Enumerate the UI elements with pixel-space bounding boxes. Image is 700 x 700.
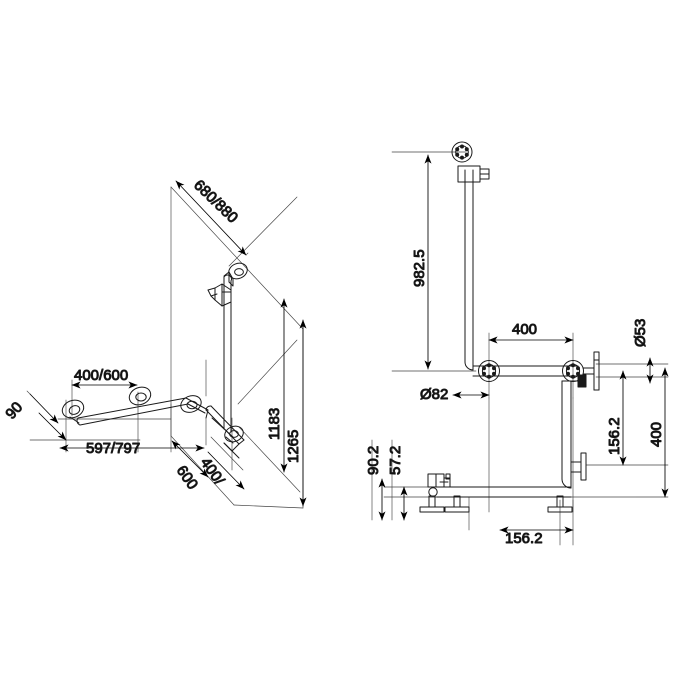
ortho-base-bar xyxy=(419,473,573,513)
ortho-foot-left xyxy=(419,495,445,513)
dim-ortho-vert-rail: 982.5 xyxy=(411,249,428,287)
iso-vertical-rail xyxy=(207,262,248,444)
orthographic-view: 982.5 400 Ø82 Ø53 400 156.2 156.2 90.2 5… xyxy=(365,141,669,548)
ortho-foot-right xyxy=(547,495,573,513)
dim-ortho-drop-400: 400 xyxy=(648,422,665,447)
dim-iso-bar-segment: 400/600 xyxy=(74,367,128,384)
ortho-bracket-lower xyxy=(570,452,587,481)
ortho-drop-bar xyxy=(561,359,600,489)
ortho-slider-clamp xyxy=(457,165,490,183)
dim-ortho-horiz-400: 400 xyxy=(512,321,537,338)
dim-iso-rail-upper: 1183 xyxy=(266,408,283,440)
dim-iso-return-a: 400/ xyxy=(197,455,228,489)
dim-iso-top-length: 680/880 xyxy=(190,177,241,227)
iso-rail-top-bracket xyxy=(223,262,248,287)
ortho-flange-b xyxy=(562,360,584,382)
ortho-valve-body xyxy=(427,473,451,497)
dim-ortho-dia-53: Ø53 xyxy=(632,319,649,347)
ortho-flange-a xyxy=(478,360,500,382)
iso-rail-bottom-bracket xyxy=(224,425,244,444)
ortho-foot-mid xyxy=(444,495,470,513)
iso-slider-clamp xyxy=(207,283,232,307)
dim-ortho-drop-156: 156.2 xyxy=(606,417,623,455)
ortho-vertical-rail xyxy=(451,141,490,371)
dim-ortho-base-156: 156.2 xyxy=(505,530,543,547)
dim-iso-bar-total: 597/797 xyxy=(86,440,140,457)
iso-flange-corner xyxy=(180,395,202,413)
iso-dimension-lines xyxy=(26,180,307,507)
dim-ortho-dia-82: Ø82 xyxy=(420,386,448,403)
isometric-view: 680/880 400/600 597/797 90 400/ 600 1183… xyxy=(2,176,307,509)
dim-ortho-base-90: 90.2 xyxy=(365,446,382,475)
ortho-dimension-lines xyxy=(378,154,669,534)
dim-iso-rail-total: 1265 xyxy=(285,430,302,463)
iso-grab-bar xyxy=(61,386,245,459)
ortho-wall-plate-mid xyxy=(593,359,600,391)
iso-construction-lines xyxy=(29,186,304,509)
ortho-construction-lines xyxy=(371,151,669,546)
dim-ortho-base-57: 57.2 xyxy=(387,446,404,475)
dim-iso-return-b: 600 xyxy=(173,463,201,493)
dim-iso-offset: 90 xyxy=(2,399,26,423)
ortho-top-flange xyxy=(451,141,473,163)
